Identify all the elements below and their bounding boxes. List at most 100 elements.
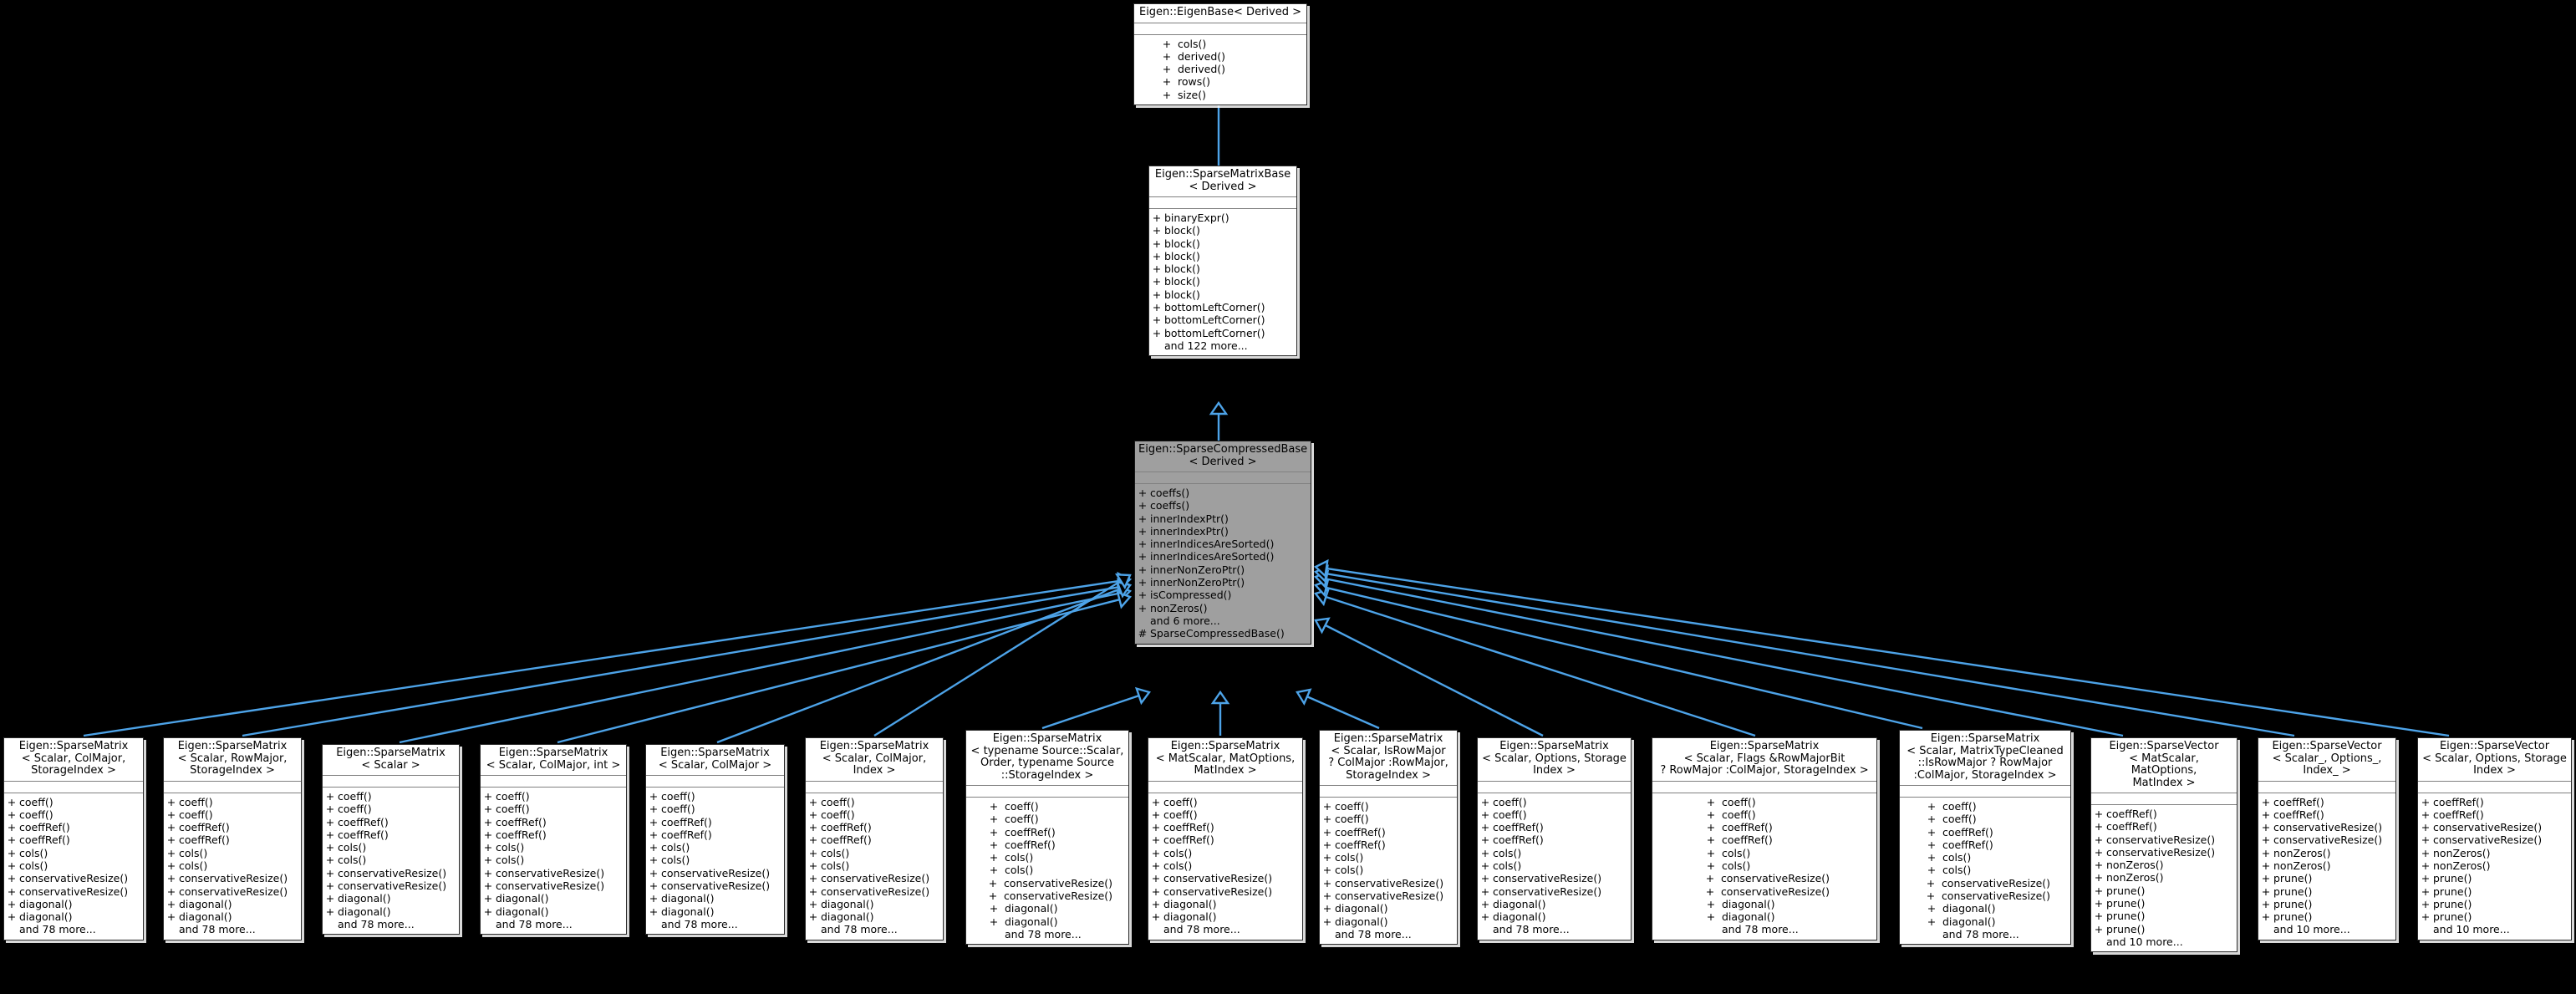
operation-row[interactable]: +conservativeResize() [2418,833,2571,846]
operation-row[interactable]: +cols() [481,854,626,866]
operation-row[interactable]: +innerIndicesAreSorted() [1135,550,1311,563]
operation-row[interactable]: +coeffRef() [1320,826,1457,839]
operation-row[interactable]: +conservativeResize() [2091,833,2237,846]
operation-row[interactable]: +diagonal() [1478,910,1631,923]
operation-row[interactable]: +block() [1149,288,1296,301]
operation-row[interactable]: +coeffRef() [1320,839,1457,851]
operation-row[interactable]: +cols() [1478,859,1631,872]
uml-class-sm-colmajor-index[interactable]: Eigen::SparseMatrix < Scalar, ColMajor, … [805,737,944,940]
operation-row[interactable]: #SparseCompressedBase() [1135,627,1311,640]
operation-row[interactable]: +diagonal() [646,892,784,905]
operation-row[interactable]: +conservativeResize() [2418,821,2571,833]
operation-row[interactable]: +conservativeResize() [806,885,943,898]
operation-row[interactable]: +coeffRef() [1652,833,1876,846]
operation-row[interactable]: +coeffRef() [966,839,1128,851]
operation-row[interactable]: +conservativeResize() [323,879,459,892]
uml-class-sm-source-scalar[interactable]: Eigen::SparseMatrix < typename Source::S… [965,730,1129,946]
operation-row[interactable]: +diagonal() [806,898,943,910]
operation-row[interactable]: +coeff() [1478,796,1631,808]
operation-row[interactable]: +conservativeResize() [1478,885,1631,898]
uml-class-sm-colmajor[interactable]: Eigen::SparseMatrix < Scalar, ColMajor >… [645,744,785,935]
operation-row[interactable]: +conservativeResize() [2258,833,2395,846]
operation-row[interactable]: +conservativeResize() [1478,872,1631,884]
operation-row[interactable]: +diagonal() [323,892,459,905]
operation-row[interactable]: +conservativeResize() [481,867,626,879]
uml-class-sm-matrixtypecleaned[interactable]: Eigen::SparseMatrix < Scalar, MatrixType… [1899,730,2071,946]
operation-row[interactable]: +coeffRef() [646,828,784,841]
operation-row[interactable]: +coeff() [966,813,1128,825]
operation-row[interactable]: +nonZeros() [2418,847,2571,859]
operation-row[interactable]: +conservativeResize() [4,885,143,898]
operation-row[interactable]: +coeff() [646,803,784,815]
operation-row[interactable]: +size() [1134,89,1306,101]
operation-row[interactable]: +coeff() [481,790,626,803]
operation-row[interactable]: +derived() [1134,50,1306,63]
operation-row[interactable]: +coeffRef() [646,816,784,828]
operation-row[interactable]: +cols() [1652,859,1876,872]
operation-row[interactable]: +diagonal() [4,898,143,910]
operation-row[interactable]: +conservativeResize() [646,879,784,892]
operation-row[interactable]: +coeff() [646,790,784,803]
operation-row[interactable]: +conservativeResize() [966,877,1128,890]
operation-row[interactable]: +cols() [1320,864,1457,876]
operation-row[interactable]: +cols() [1478,847,1631,859]
uml-class-sv-scalar-options-index[interactable]: Eigen::SparseVector < Scalar_, Options_,… [2258,737,2396,940]
operation-row[interactable]: +conservativeResize() [1652,872,1876,884]
operation-row[interactable]: +coeffRef() [1148,821,1302,833]
operation-row[interactable]: +conservativeResize() [1900,877,2070,890]
operation-row[interactable]: +coeff() [806,808,943,821]
operation-row[interactable]: +diagonal() [1148,898,1302,910]
operation-row[interactable]: +cols() [1652,847,1876,859]
operation-row[interactable]: +prune() [2091,923,2237,935]
operation-row[interactable]: +coeffRef() [4,821,143,833]
operation-row[interactable]: +coeff() [1900,800,2070,813]
operation-row[interactable]: +derived() [1134,63,1306,75]
operation-row[interactable]: +coeffRef() [2258,808,2395,821]
uml-class-sm-flags-rowmajorbit[interactable]: Eigen::SparseMatrix < Scalar, Flags &Row… [1652,737,1877,940]
uml-class-sv-options-storageindex[interactable]: Eigen::SparseVector < Scalar, Options, S… [2417,737,2572,940]
operation-row[interactable]: +prune() [2418,910,2571,923]
operation-row[interactable]: +cols() [966,851,1128,864]
operation-row[interactable]: +diagonal() [164,898,301,910]
operation-row[interactable]: +nonZeros() [2091,859,2237,871]
operation-row[interactable]: +conservativeResize() [1320,890,1457,902]
operation-row[interactable]: +conservativeResize() [1148,885,1302,898]
uml-class-eigenbase[interactable]: Eigen::EigenBase< Derived >+cols()+deriv… [1133,3,1307,105]
uml-class-sm-rowmajor-storageindex[interactable]: Eigen::SparseMatrix < Scalar, RowMajor, … [163,737,302,940]
operation-row[interactable]: +binaryExpr() [1149,212,1296,224]
operation-row[interactable]: +conservativeResize() [164,885,301,898]
operation-row[interactable]: +cols() [1134,38,1306,50]
operation-row[interactable]: +coeffRef() [2258,796,2395,808]
operation-row[interactable]: +cols() [164,859,301,872]
operation-row[interactable]: +coeffRef() [481,828,626,841]
operation-row[interactable]: +block() [1149,250,1296,263]
operation-row[interactable]: +cols() [1900,864,2070,876]
operation-row[interactable]: +diagonal() [164,910,301,923]
operation-row[interactable]: +coeffRef() [1900,839,2070,851]
operation-row[interactable]: +innerNonZeroPtr() [1135,563,1311,576]
operation-row[interactable]: +coeffs() [1135,487,1311,499]
operation-row[interactable]: +diagonal() [806,910,943,923]
operation-row[interactable]: +coeffRef() [1652,821,1876,833]
operation-row[interactable]: +conservativeResize() [2091,846,2237,859]
operation-row[interactable]: +coeffRef() [2091,820,2237,833]
operation-row[interactable]: +bottomLeftCorner() [1149,301,1296,313]
operation-row[interactable]: +diagonal() [1320,915,1457,928]
operation-row[interactable]: +prune() [2258,898,2395,910]
operation-row[interactable]: +coeffRef() [164,821,301,833]
operation-row[interactable]: +coeff() [1148,808,1302,821]
operation-row[interactable]: +rows() [1134,75,1306,88]
operation-row[interactable]: +coeff() [1652,808,1876,821]
operation-row[interactable]: +conservativeResize() [323,867,459,879]
operation-row[interactable]: +diagonal() [1478,898,1631,910]
operation-row[interactable]: +conservativeResize() [646,867,784,879]
operation-row[interactable]: +diagonal() [481,905,626,918]
operation-row[interactable]: +block() [1149,224,1296,237]
operation-row[interactable]: +innerNonZeroPtr() [1135,576,1311,589]
operation-row[interactable]: +diagonal() [966,915,1128,928]
operation-row[interactable]: +conservativeResize() [1320,877,1457,890]
operation-row[interactable]: +conservativeResize() [4,872,143,884]
operation-row[interactable]: +coeff() [966,800,1128,813]
uml-class-sm-isrowmajor[interactable]: Eigen::SparseMatrix < Scalar, IsRowMajor… [1319,730,1458,946]
operation-row[interactable]: +conservativeResize() [1900,890,2070,902]
